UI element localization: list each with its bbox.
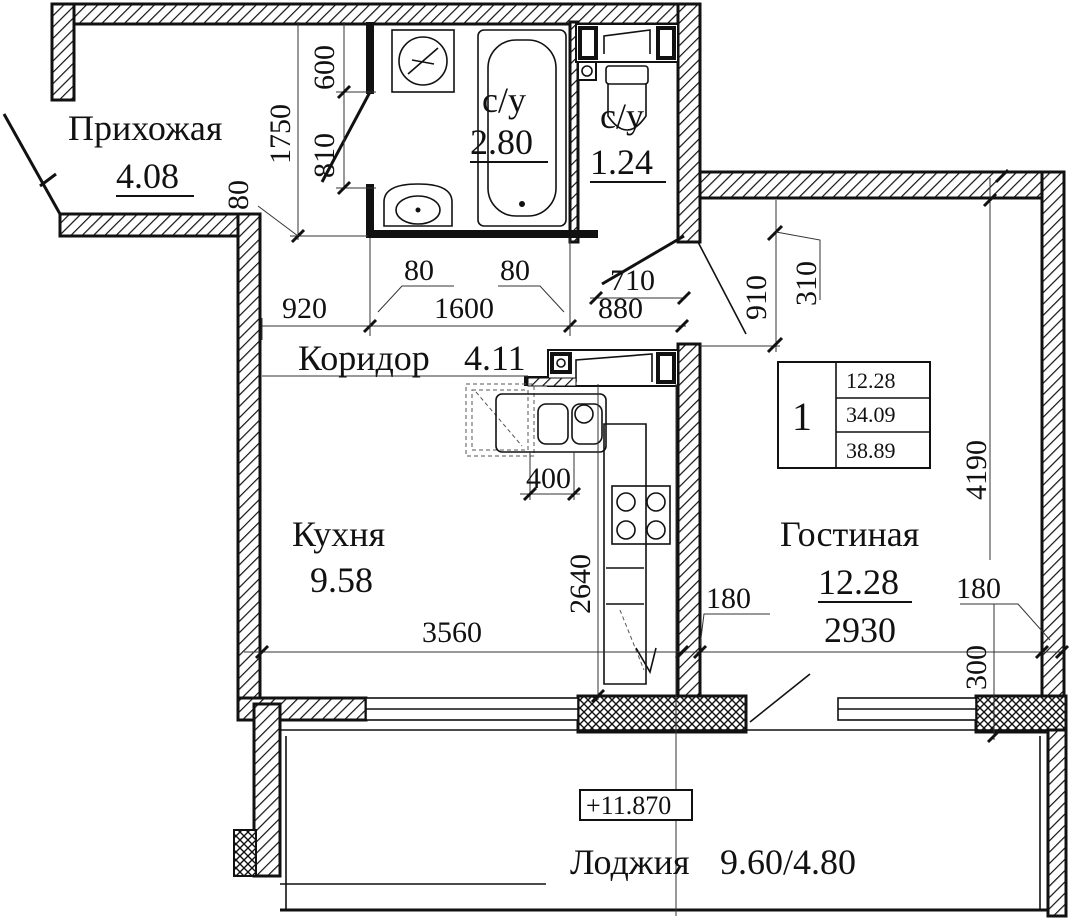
room-name-loggia: Лоджия [570,842,690,882]
rooms-count: 1 [792,394,812,439]
balcony-door-leaf [749,673,811,723]
room-area-bath: 2.80 [470,122,533,162]
doors [2,91,747,335]
dim-180-right: 180 [956,572,1001,605]
total-area-value: 34.09 [846,402,896,427]
bath-sink-icon [383,183,453,227]
dim-1600: 1600 [434,292,494,325]
living-area-value: 12.28 [846,368,896,393]
wall-hall-left [50,2,76,102]
wall-hall-bottom [58,212,262,238]
dim-880: 880 [598,292,643,325]
dim-810: 810 [308,133,341,178]
dim-4190: 4190 [960,440,993,500]
wall-wc-right [676,2,702,244]
partition-bath-left-upper [366,22,374,94]
entrance-door-leaf [2,113,62,215]
dim-180-left: 180 [706,582,751,615]
loggia-right-wall [1046,728,1068,918]
total-with-loggia-value: 38.89 [846,438,896,463]
dim-710: 710 [610,264,655,297]
toilet-icon [605,65,649,131]
partition-bath-bottom [366,230,598,238]
washing-machine-icon [391,29,455,93]
room-area-loggia: 9.60/4.80 [720,842,856,882]
room-name-living: Гостиная [780,514,919,554]
area-summary-table: 1 12.28 34.09 38.89 [777,361,931,469]
room-area-hall: 4.08 [116,156,179,196]
elevation-value: +11.870 [586,791,671,820]
dim-3560: 3560 [422,616,482,649]
partition-bath-wc [568,20,580,244]
room-area-wc: 1.24 [590,142,653,182]
wc-door-leaf [601,234,685,286]
room-area-corridor: 4.11 [464,338,526,378]
dim-80-right: 80 [500,254,530,287]
bathtub-icon [477,29,567,227]
dim-920: 920 [282,292,327,325]
living-door-leaf [697,241,747,335]
wall-kitchen-living [676,342,702,700]
walls [50,2,1068,918]
room-name-hall: Прихожая [68,108,222,148]
loggia-left-pier [233,829,257,877]
elevation-mark: +11.870 [579,789,693,821]
loggia-left-wall [252,702,282,878]
dim-80-left: 80 [404,254,434,287]
room-area-kitchen: 9.58 [310,560,373,600]
riser-corridor [527,349,679,387]
dim-1750: 1750 [264,104,297,164]
pier-center [576,694,748,734]
dim-400: 400 [526,462,571,495]
room-labels: Прихожая 4.08 с/у 2.80 с/у 1.24 Коридор … [68,80,919,882]
wall-top [50,2,700,26]
kitchen-sink-icon [465,383,607,457]
room-name-kitchen: Кухня [292,514,385,554]
dimension-lines [39,22,1070,916]
dim-600: 600 [308,45,341,90]
room-name-wc: с/у [600,96,644,136]
dim-310: 310 [790,261,823,306]
wall-right [1040,170,1066,704]
partition-bath-left-lower [366,184,374,238]
windows [280,673,1048,912]
dim-2640: 2640 [564,554,597,614]
dim-2930: 2930 [824,610,896,650]
pier-right [974,694,1068,734]
wall-living-top [698,170,1044,200]
room-name-corridor: Коридор [298,338,430,378]
dimension-texts: 600 1750 810 80 80 80 920 1600 710 880 9… [222,45,1001,690]
riser-wc [575,23,679,81]
wall-kitchen-left [236,212,262,700]
room-name-bath: с/у [482,80,526,120]
kitchen-counter [597,423,671,690]
dim-300: 300 [960,645,993,690]
room-area-living: 12.28 [818,562,899,602]
dim-910: 910 [740,275,773,320]
dim-80-hall: 80 [222,180,255,210]
bath-door-leaf [320,91,372,183]
